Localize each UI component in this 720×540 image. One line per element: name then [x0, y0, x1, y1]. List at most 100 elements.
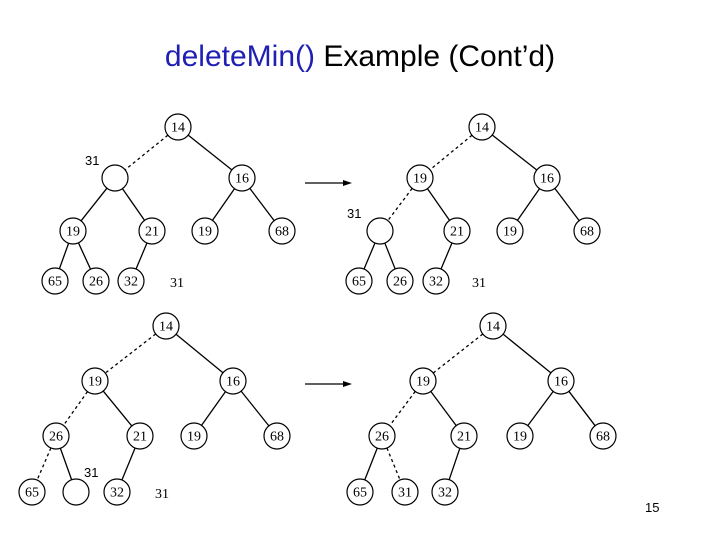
heap-node: 19: [506, 422, 534, 450]
node-circle: [41, 267, 69, 295]
tree-edge: [430, 391, 457, 426]
heap-node: 32: [117, 267, 145, 295]
node-circle: [345, 267, 373, 295]
tree-edge: [491, 134, 538, 171]
heap-node: 16: [547, 367, 575, 395]
node-label: 26: [89, 275, 103, 290]
tree-edge: [554, 187, 580, 222]
heap-node: 32: [422, 267, 450, 295]
heap-node: 19: [496, 217, 524, 245]
node-circle: [164, 113, 192, 141]
node-label: 68: [580, 225, 594, 240]
percolating-value: 31: [84, 465, 98, 480]
node-label: 19: [503, 225, 517, 240]
node-circle: [533, 164, 561, 192]
transition-arrow: [305, 180, 352, 186]
heap-node: 16: [228, 164, 256, 192]
heap-node: 19: [59, 217, 87, 245]
heap-node: 26: [82, 267, 110, 295]
heap-node: 65: [346, 478, 374, 506]
tree-edge: [384, 242, 396, 270]
tree-edge: [364, 447, 378, 481]
node-label: 14: [171, 121, 185, 136]
tree-edge: [249, 187, 275, 222]
tree-edge: [516, 188, 541, 221]
heap-node: 26: [386, 267, 414, 295]
node-circle: [547, 367, 575, 395]
node-circle: [386, 267, 414, 295]
node-label: 32: [124, 275, 138, 290]
tree-edge: [389, 391, 416, 426]
heap-node: 68: [268, 217, 296, 245]
heap-node: 19: [191, 217, 219, 245]
node-label: 26: [393, 275, 407, 290]
node-circle: [126, 422, 154, 450]
node-circle: [103, 478, 131, 506]
page-number: 15: [645, 500, 660, 515]
node-circle: [219, 367, 247, 395]
tree-edge: [448, 448, 461, 480]
heap-node: 21: [443, 217, 471, 245]
title-rest: Example (Cont’d): [314, 40, 556, 73]
heap-node: 31: [391, 478, 419, 506]
tree-edge: [102, 390, 133, 427]
heap-node: 14: [479, 312, 507, 340]
heap-node: 16: [533, 164, 561, 192]
tree-edge: [527, 391, 554, 426]
node-circle: [191, 217, 219, 245]
node-circle: [263, 422, 291, 450]
node-label: 68: [596, 430, 610, 445]
node-circle: [409, 367, 437, 395]
node-label: 19: [88, 375, 102, 390]
tree-edge: [121, 188, 146, 221]
node-label: 16: [540, 172, 554, 187]
tree-edge: [363, 242, 376, 270]
heap-node: 14: [152, 312, 180, 340]
node-circle: [59, 217, 87, 245]
node-circle: [368, 422, 396, 450]
node-circle: [346, 478, 374, 506]
tree-edge: [211, 188, 236, 221]
heap-node: 68: [263, 422, 291, 450]
node-label: 21: [133, 430, 147, 445]
node-circle: [62, 478, 90, 506]
tree-edge: [175, 333, 224, 374]
pending-value: 31: [170, 276, 184, 291]
tree-edge: [502, 333, 552, 374]
tree-edge: [187, 134, 233, 171]
node-circle: [268, 217, 296, 245]
heap-node: 21: [138, 217, 166, 245]
node-circle: [479, 312, 507, 340]
node-circle: [496, 217, 524, 245]
heap-node: 14: [164, 113, 192, 141]
node-circle: [81, 367, 109, 395]
node-label: 16: [235, 172, 249, 187]
node-label: 14: [475, 121, 489, 136]
heap-node: 16: [219, 367, 247, 395]
node-circle: [506, 422, 534, 450]
node-circle: [443, 217, 471, 245]
heap-node: 19: [81, 367, 109, 395]
heap-node: 65: [18, 478, 46, 506]
heap-node: 21: [126, 422, 154, 450]
tree-edge: [121, 447, 136, 481]
transition-arrow: [305, 381, 352, 387]
node-circle: [406, 164, 434, 192]
tree-edge: [77, 242, 92, 270]
page-title: deleteMin() Example (Cont’d): [0, 40, 720, 74]
tree-edge: [386, 447, 401, 481]
tree-edge: [440, 242, 453, 270]
tree-edge: [135, 242, 148, 270]
tree-edge: [36, 447, 52, 481]
node-circle: [431, 478, 459, 506]
node-label: 32: [110, 486, 124, 501]
node-label: 65: [48, 275, 62, 290]
tree-edge: [387, 187, 413, 222]
node-label: 14: [159, 320, 173, 335]
tree-edge: [59, 448, 73, 480]
heap-node: 26: [368, 422, 396, 450]
